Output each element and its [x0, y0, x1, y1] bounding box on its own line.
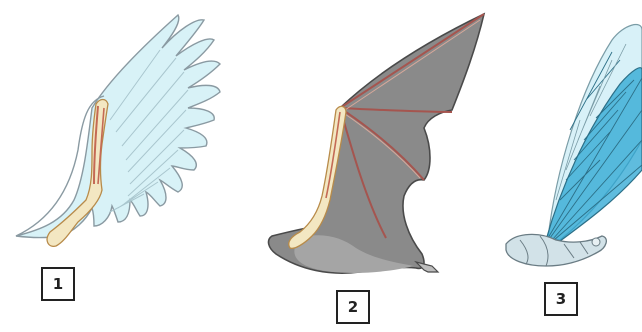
bird-wing-illustration — [16, 15, 220, 246]
panel-label-3: 3 — [544, 282, 578, 316]
insect-wing-illustration — [506, 25, 642, 266]
panel-number-1: 1 — [53, 275, 63, 293]
panel-label-1: 1 — [41, 267, 75, 301]
panel-number-3: 3 — [556, 290, 566, 308]
panel-label-2: 2 — [336, 290, 370, 324]
bird-wing-feathers — [16, 15, 220, 238]
panel-number-2: 2 — [348, 298, 358, 316]
bat-wing-illustration — [269, 14, 484, 273]
